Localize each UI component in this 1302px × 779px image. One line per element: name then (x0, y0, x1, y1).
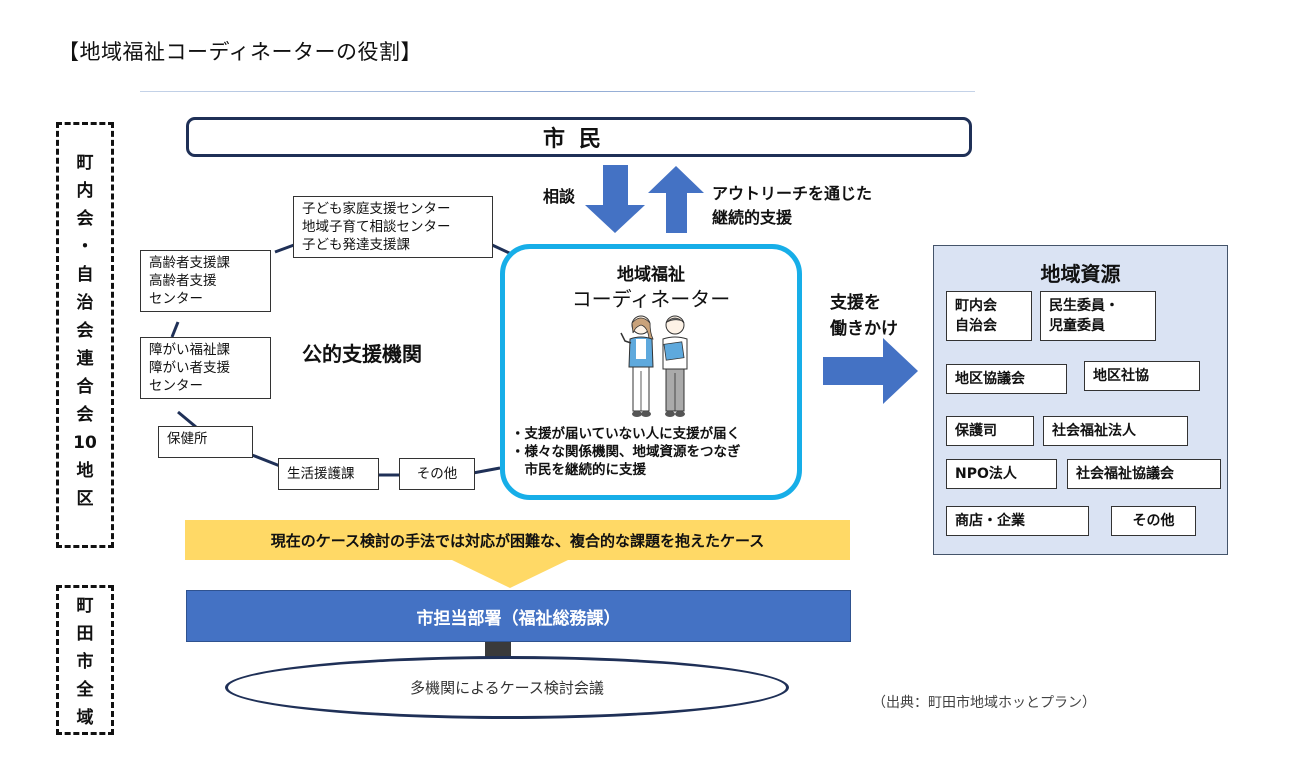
coordinator-title-line2: コーディネーター (571, 287, 731, 311)
vertical-char: 合 (76, 377, 94, 397)
vertical-char: 市 (76, 652, 94, 672)
vertical-char: 地 (76, 461, 94, 481)
agency-line: センター (149, 378, 203, 394)
resource-shops-companies: 商店・企業 (946, 506, 1089, 536)
role-item: ・様々な関係機関、地域資源をつなぎ (511, 444, 741, 460)
connector-line (170, 321, 180, 338)
consult-arrow-down (585, 165, 645, 233)
agency-box-livelihood: 生活援護課 (278, 458, 379, 490)
citywide-scope-label: 町田市全域 (59, 592, 111, 732)
case-conference-ellipse: 多機関によるケース検討会議 (225, 656, 789, 719)
connector-line (274, 243, 295, 254)
outreach-label: アウトリーチを通じた 継続的支援 (712, 182, 872, 230)
role-item: 市民を継続的に支援 (511, 462, 646, 478)
resource-social-welfare-corp: 社会福祉法人 (1043, 416, 1188, 446)
vertical-char: 町 (76, 153, 94, 173)
city-department-bar: 市担当部署（福祉総務課） (186, 590, 851, 642)
connector-line (251, 453, 281, 468)
resource-district-social-welfare: 地区社協 (1084, 361, 1200, 391)
vertical-char: 町 (76, 596, 94, 616)
agency-line: その他 (416, 466, 458, 482)
action-arrow-right (823, 338, 918, 404)
outreach-label-line1: アウトリーチを通じた (712, 184, 873, 203)
coordinator-role-list: ・支援が届いていない人に支援が届く ・様々な関係機関、地域資源をつなぎ 市民を継… (511, 425, 741, 479)
agency-line: 高齢者支援課 (149, 255, 230, 271)
resource-neighborhood-assoc: 町内会 自治会 (946, 291, 1032, 341)
coordinator-title-line1: 地域福祉 (617, 265, 685, 285)
outreach-label-line2: 継続的支援 (712, 208, 793, 227)
coordinator-title: 地域福祉 コーディネーター (505, 263, 797, 311)
citizens-bar: 市民 (186, 117, 972, 157)
role-item: ・支援が届いていない人に支援が届く (511, 426, 741, 442)
regional-resources-title: 地域資源 (1040, 262, 1121, 286)
vertical-char: 田 (76, 624, 94, 644)
vertical-char: 連 (76, 349, 94, 369)
outreach-arrow-up (648, 166, 704, 233)
vertical-char: 内 (76, 181, 94, 201)
resource-social-welfare-council: 社会福祉協議会 (1067, 459, 1221, 489)
vertical-char: 区 (76, 489, 94, 509)
agency-box-other: その他 (399, 458, 475, 490)
agency-line: 障がい者支援 (149, 360, 230, 376)
action-label: 支援を 働きかけ (830, 290, 898, 342)
agency-line: 障がい福祉課 (149, 342, 230, 358)
vertical-char: ・ (76, 237, 94, 257)
resource-other: その他 (1111, 506, 1196, 536)
agency-box-health-center: 保健所 (158, 426, 253, 458)
vertical-char: 全 (76, 680, 94, 700)
resource-npo: NPO法人 (946, 459, 1057, 489)
action-label-line1: 支援を (830, 293, 881, 313)
agency-line: 高齢者支援 (149, 273, 217, 289)
agency-line: 保健所 (167, 431, 208, 447)
vertical-char: 自 (76, 265, 94, 285)
vertical-char: 域 (76, 708, 94, 728)
source-citation: （出典：町田市地域ホッとプラン） (872, 695, 1096, 711)
agency-line: 生活援護課 (287, 466, 355, 482)
vertical-char: 会 (76, 209, 94, 229)
connector-line (472, 466, 501, 475)
title-divider (140, 91, 975, 92)
action-label-line2: 働きかけ (830, 319, 898, 339)
consult-label: 相談 (543, 187, 576, 206)
coordinator-box: 地域福祉 コーディネーター ・支援が届いていない人に支援が届く ・様々な関係機関… (500, 244, 802, 500)
agency-line: 地域子育て相談センター (302, 219, 451, 235)
agency-box-children: 子ども家庭支援センター 地域子育て相談センター 子ども発達支援課 (293, 196, 493, 258)
complex-case-banner: 現在のケース検討の手法では対応が困難な、複合的な課題を抱えたケース (185, 520, 850, 560)
regional-resources-panel: 地域資源 町内会 自治会 民生委員・ 児童委員 地区協議会 地区社協 保護司 社… (933, 245, 1228, 555)
agency-line: 子ども家庭支援センター (302, 201, 451, 217)
agency-box-disability: 障がい福祉課 障がい者支援 センター (140, 337, 271, 399)
agency-box-elderly: 高齢者支援課 高齢者支援 センター (140, 250, 271, 312)
resource-probation-officer: 保護司 (946, 416, 1034, 446)
vertical-char: 会 (76, 405, 94, 425)
agency-line: 子ども発達支援課 (302, 237, 410, 253)
page-title: 【地域福祉コーディネーターの役割】 (58, 40, 423, 64)
public-agencies-label: 公的支援機関 (302, 342, 422, 366)
banner-pointer (452, 560, 568, 588)
connector-line (177, 410, 197, 429)
resource-district-council: 地区協議会 (946, 364, 1067, 394)
agency-line: センター (149, 291, 203, 307)
citywide-scope-frame: 町田市全域 (56, 585, 114, 735)
vertical-char: 会 (76, 321, 94, 341)
vertical-char: 治 (76, 293, 94, 313)
two-coordinators-illustration (620, 315, 688, 417)
vertical-char: 10 (73, 433, 97, 453)
resource-welfare-commissioners: 民生委員・ 児童委員 (1040, 291, 1156, 341)
